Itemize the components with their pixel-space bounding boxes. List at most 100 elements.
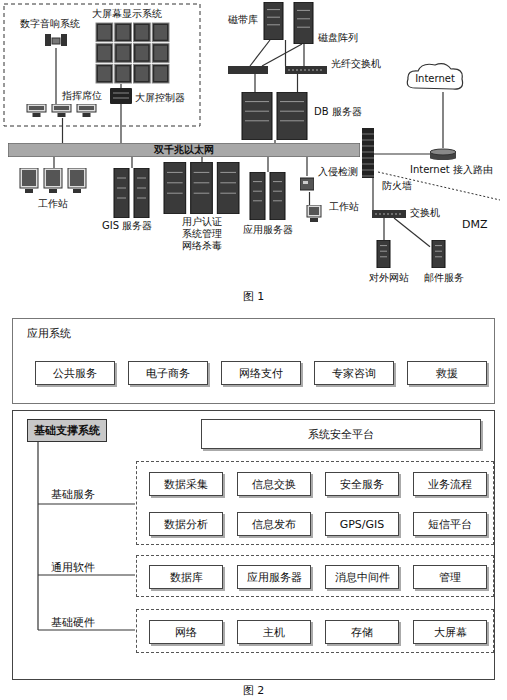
node-text: 数字音响系统 bbox=[20, 18, 80, 30]
node-text: 管理 bbox=[439, 571, 461, 584]
shape-rect bbox=[58, 113, 66, 117]
layer-group: 基础服务数据采集信息交换安全服务业务流程数据分析信息发布GPS/GIS短信平台 bbox=[136, 461, 494, 545]
pcs3-icon bbox=[25, 104, 100, 118]
module-box: 公共服务 bbox=[35, 361, 115, 385]
dmz-boundary bbox=[378, 172, 500, 200]
network-link bbox=[201, 157, 202, 162]
shape-rect bbox=[154, 25, 167, 40]
node-text: 光纤交换机 bbox=[331, 58, 381, 70]
node-text: 通用软件 bbox=[51, 561, 95, 574]
device-node: 防火墙 bbox=[362, 128, 374, 178]
shape-rect bbox=[294, 2, 313, 44]
shape-rect bbox=[134, 23, 151, 42]
shape-rect bbox=[303, 181, 308, 184]
shape-rect bbox=[70, 170, 84, 186]
node-text: 用户认证 系统管理 网络杀毒 bbox=[180, 216, 224, 252]
node-text: 工作站 bbox=[38, 198, 68, 210]
shape-line bbox=[375, 214, 403, 215]
shape-rect bbox=[117, 46, 130, 61]
module-box: 信息发布 bbox=[237, 512, 311, 536]
shape-rect bbox=[217, 162, 239, 214]
network-link bbox=[267, 157, 268, 172]
module-box: 电子商务 bbox=[128, 361, 208, 385]
fiber-wire bbox=[262, 44, 302, 66]
shape-line bbox=[220, 182, 236, 183]
node-text: 应用服务器 bbox=[243, 224, 293, 236]
node-text: 短信平台 bbox=[428, 518, 472, 531]
shape-rect bbox=[117, 66, 130, 81]
shape-line bbox=[362, 152, 374, 153]
shape-line bbox=[267, 24, 280, 25]
network-link bbox=[120, 84, 121, 88]
shape-rect bbox=[152, 64, 169, 83]
shape-line bbox=[194, 182, 210, 183]
module-box: 应用服务器 bbox=[237, 565, 311, 589]
shape-line bbox=[280, 120, 304, 121]
device-node: DB 服务器 bbox=[240, 92, 310, 140]
srv1-icon bbox=[430, 240, 448, 268]
system-panel: 基础支撑系统系统安全平台基础服务数据采集信息交换安全服务业务流程数据分析信息发布… bbox=[12, 410, 495, 680]
shape-line bbox=[253, 181, 262, 182]
node-text: 入侵检测 bbox=[318, 166, 358, 178]
shape-line bbox=[297, 18, 310, 19]
shape-rect bbox=[362, 128, 374, 178]
shape-line bbox=[245, 120, 269, 121]
network-link bbox=[297, 74, 298, 92]
shape-line bbox=[137, 198, 146, 199]
fiber-wire bbox=[254, 74, 255, 92]
fiber-wire bbox=[250, 40, 270, 66]
shape-rect bbox=[154, 46, 167, 61]
device-node: 磁盘阵列 bbox=[292, 2, 316, 44]
switch-icon bbox=[372, 210, 406, 218]
shape-line bbox=[362, 170, 374, 171]
device-node: 应用服务器 bbox=[248, 172, 288, 220]
shape-line bbox=[435, 256, 442, 257]
device-node: 用户认证 系统管理 网络杀毒 bbox=[162, 162, 242, 214]
srv2-icon bbox=[240, 92, 310, 140]
shape-line bbox=[267, 9, 280, 10]
shape-rect bbox=[49, 189, 57, 193]
shape-rect bbox=[98, 66, 111, 81]
node-text: 大屏幕 bbox=[434, 626, 467, 639]
node-text: 基础支撑系统 bbox=[27, 419, 107, 442]
speaker-icon bbox=[45, 32, 67, 48]
node-text: 应用服务器 bbox=[247, 571, 302, 584]
network-link bbox=[442, 92, 443, 148]
node-text: 存储 bbox=[351, 626, 373, 639]
module-box: 信息交换 bbox=[237, 472, 311, 496]
node-text: 指挥席位 bbox=[62, 90, 102, 102]
shape-rect bbox=[68, 168, 86, 188]
network-link bbox=[53, 157, 54, 168]
shape-rect bbox=[115, 44, 132, 63]
network-link bbox=[120, 104, 121, 143]
module-box: 短信平台 bbox=[413, 512, 487, 536]
node-text: 基础硬件 bbox=[51, 616, 95, 629]
shape-rect bbox=[270, 172, 285, 220]
router-icon bbox=[430, 148, 456, 160]
shape-rect bbox=[27, 104, 46, 112]
node-text: 交换机 bbox=[410, 207, 440, 219]
node-text: 电子商务 bbox=[146, 367, 190, 380]
node-text: GPS/GIS bbox=[340, 518, 385, 531]
device-node: 交换机 bbox=[372, 210, 406, 218]
shape-rect bbox=[83, 113, 91, 117]
shape-rect bbox=[45, 34, 51, 46]
module-box: 救援 bbox=[407, 361, 487, 385]
shape-line bbox=[362, 176, 374, 177]
shape-rect bbox=[300, 178, 314, 190]
node-text: DB 服务器 bbox=[314, 106, 362, 118]
device-node: 光纤交换机 bbox=[285, 66, 327, 74]
shape-rect bbox=[242, 92, 272, 140]
device-node: 大屏控制器 bbox=[110, 88, 132, 104]
shape-rect bbox=[134, 168, 149, 218]
shape-rect bbox=[73, 189, 81, 193]
node-text: 信息发布 bbox=[252, 518, 296, 531]
shape-rect bbox=[29, 106, 44, 110]
device-node: 数字音响系统 bbox=[45, 32, 67, 48]
shape-rect bbox=[54, 106, 69, 110]
shape-rect bbox=[115, 64, 132, 83]
shape-line bbox=[137, 188, 146, 189]
device-node: 指挥席位 bbox=[25, 104, 100, 118]
node-text: 数据库 bbox=[170, 571, 203, 584]
shape-rect bbox=[22, 170, 36, 186]
